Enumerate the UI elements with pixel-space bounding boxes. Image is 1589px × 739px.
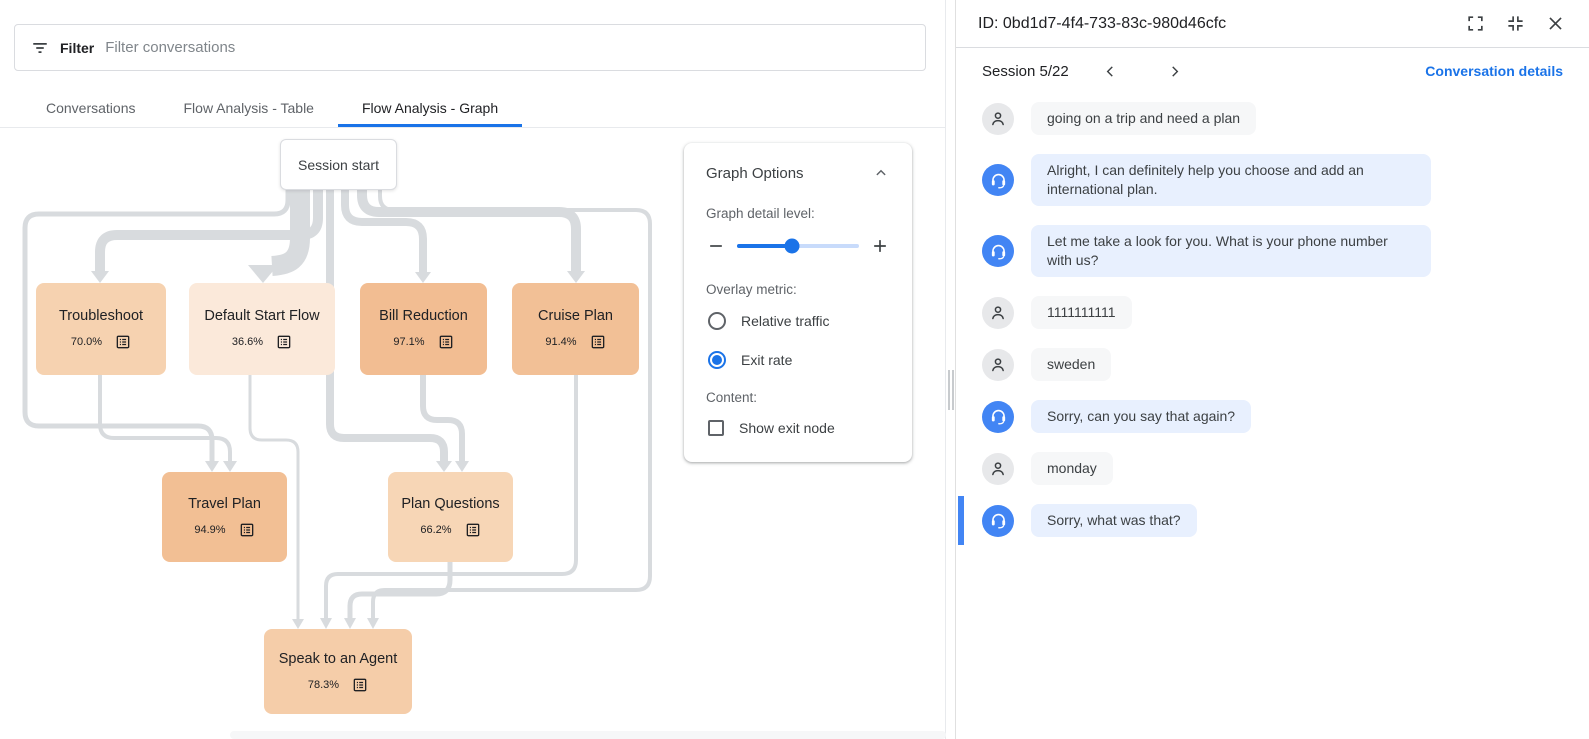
message-row: monday xyxy=(982,452,1563,485)
node-label: Bill Reduction xyxy=(379,308,468,324)
agent-avatar-icon xyxy=(982,235,1014,267)
radio-button[interactable] xyxy=(708,312,726,330)
conversation-details-link[interactable]: Conversation details xyxy=(1425,63,1563,79)
graph-node-troubleshoot[interactable]: Troubleshoot 70.0% xyxy=(36,283,166,375)
slider-thumb[interactable] xyxy=(784,238,800,254)
node-exit-rate: 97.1% xyxy=(393,336,425,348)
node-label: Cruise Plan xyxy=(538,308,613,324)
fullscreen-icon[interactable] xyxy=(1461,10,1489,38)
graph-node-travel-plan[interactable]: Travel Plan 94.9% xyxy=(162,472,287,562)
close-icon[interactable] xyxy=(1541,10,1569,38)
node-label: Travel Plan xyxy=(188,496,261,512)
node-exit-rate: 36.6% xyxy=(231,336,264,348)
node-exit-rate: 94.9% xyxy=(194,524,226,536)
list-alt-icon[interactable] xyxy=(239,522,255,538)
node-label: Default Start Flow xyxy=(204,308,320,324)
minus-icon[interactable] xyxy=(706,236,726,256)
chevron-left-icon[interactable] xyxy=(1099,59,1123,83)
user-avatar-icon xyxy=(982,348,1014,381)
filter-icon xyxy=(33,42,47,53)
exit-fullscreen-icon[interactable] xyxy=(1501,10,1529,38)
selected-message-indicator xyxy=(958,496,964,545)
message-bubble: 1111111111 xyxy=(1031,296,1132,329)
filter-label: Filter xyxy=(60,39,95,56)
list-alt-icon[interactable] xyxy=(352,677,368,693)
message-bubble: Sorry, can you say that again? xyxy=(1031,400,1252,433)
radio-label: Relative traffic xyxy=(741,313,830,329)
show-exit-node-option[interactable]: Show exit node xyxy=(708,420,890,436)
tab-conversations[interactable]: Conversations xyxy=(46,99,136,116)
session-counter: Session 5/22 xyxy=(982,62,1069,80)
conversation-id-title: ID: 0bd1d7-4f4-733-83c-980d46cfc xyxy=(978,14,1227,32)
node-label: Plan Questions xyxy=(401,496,500,512)
message-row: Sorry, can you say that again? xyxy=(982,400,1563,433)
message-bubble: sweden xyxy=(1031,348,1112,381)
graph-detail-label: Graph detail level: xyxy=(706,206,815,221)
list-alt-icon[interactable] xyxy=(465,522,481,538)
show-exit-node-checkbox[interactable] xyxy=(708,420,724,436)
message-bubble: Sorry, what was that? xyxy=(1031,504,1197,537)
conversation-detail-panel: ID: 0bd1d7-4f4-733-83c-980d46cfc Session… xyxy=(955,0,1589,739)
radio-label: Exit rate xyxy=(741,352,793,368)
graph-node-plan-questions[interactable]: Plan Questions 66.2% xyxy=(388,472,513,562)
content-label: Content: xyxy=(706,390,758,405)
graph-node-speak-to-an-agent[interactable]: Speak to an Agent 78.3% xyxy=(264,629,412,714)
list-alt-icon[interactable] xyxy=(438,334,454,350)
list-alt-icon[interactable] xyxy=(276,334,292,350)
node-exit-rate: 70.0% xyxy=(70,336,103,348)
plus-icon[interactable] xyxy=(870,236,890,256)
overlay-metric-label: Overlay metric: xyxy=(706,282,797,297)
filter-conversations-input[interactable] xyxy=(105,39,909,56)
message-bubble: Alright, I can definitely help you choos… xyxy=(1031,154,1431,206)
graph-detail-slider[interactable] xyxy=(737,238,859,254)
checkbox-label: Show exit node xyxy=(739,420,835,436)
graph-node-bill-reduction[interactable]: Bill Reduction 97.1% xyxy=(360,283,487,375)
node-label: Session start xyxy=(298,156,379,173)
chevron-up-icon[interactable] xyxy=(872,164,890,182)
agent-avatar-icon xyxy=(982,504,1014,537)
node-label: Troubleshoot xyxy=(58,308,144,324)
node-exit-rate: 66.2% xyxy=(420,524,452,536)
radio-button[interactable] xyxy=(708,351,726,369)
list-alt-icon[interactable] xyxy=(115,334,131,350)
message-row: sweden xyxy=(982,348,1563,381)
graph-options-card: Graph Options Graph detail level: Overla… xyxy=(684,143,912,462)
graph-node-default-start-flow[interactable]: Default Start Flow 36.6% xyxy=(189,283,335,375)
graph-node-cruise-plan[interactable]: Cruise Plan 91.4% xyxy=(512,283,639,375)
message-row: 1111111111 xyxy=(982,296,1563,329)
panel-resize-handle[interactable] xyxy=(948,370,956,410)
agent-avatar-icon xyxy=(982,164,1014,196)
message-row: Alright, I can definitely help you choos… xyxy=(982,154,1563,206)
horizontal-scrollbar[interactable] xyxy=(230,731,946,739)
user-avatar-icon xyxy=(982,102,1014,135)
node-label: Speak to an Agent xyxy=(278,650,398,667)
tab-flow-analysis-graph[interactable]: Flow Analysis - Graph xyxy=(338,88,522,127)
agent-avatar-icon xyxy=(982,400,1014,433)
list-alt-icon[interactable] xyxy=(590,334,606,350)
user-avatar-icon xyxy=(982,452,1014,485)
message-bubble: monday xyxy=(1031,452,1113,485)
radio-relative-traffic[interactable]: Relative traffic xyxy=(708,312,890,330)
message-row: going on a trip and need a plan xyxy=(982,102,1563,135)
tab-flow-analysis-table[interactable]: Flow Analysis - Table xyxy=(183,99,314,116)
slider-fill xyxy=(737,244,792,248)
user-avatar-icon xyxy=(982,296,1014,329)
filter-bar[interactable]: Filter xyxy=(14,24,926,71)
node-exit-rate: 78.3% xyxy=(307,678,340,691)
graph-node-session-start[interactable]: Session start xyxy=(280,139,397,190)
message-row: Let me take a look for you. What is your… xyxy=(982,225,1563,277)
chevron-right-icon[interactable] xyxy=(1163,59,1187,83)
graph-options-title: Graph Options xyxy=(706,164,804,182)
message-bubble: Let me take a look for you. What is your… xyxy=(1031,225,1431,277)
flow-analysis-panel: Filter Conversations Flow Analysis - Tabl… xyxy=(0,0,946,739)
node-exit-rate: 91.4% xyxy=(545,336,577,348)
tab-bar: Conversations Flow Analysis - Table Flow A… xyxy=(0,88,946,128)
flow-graph-edges xyxy=(22,190,652,629)
message-row: Sorry, what was that? xyxy=(958,496,1563,545)
radio-exit-rate[interactable]: Exit rate xyxy=(708,351,890,369)
message-bubble: going on a trip and need a plan xyxy=(1031,102,1257,135)
